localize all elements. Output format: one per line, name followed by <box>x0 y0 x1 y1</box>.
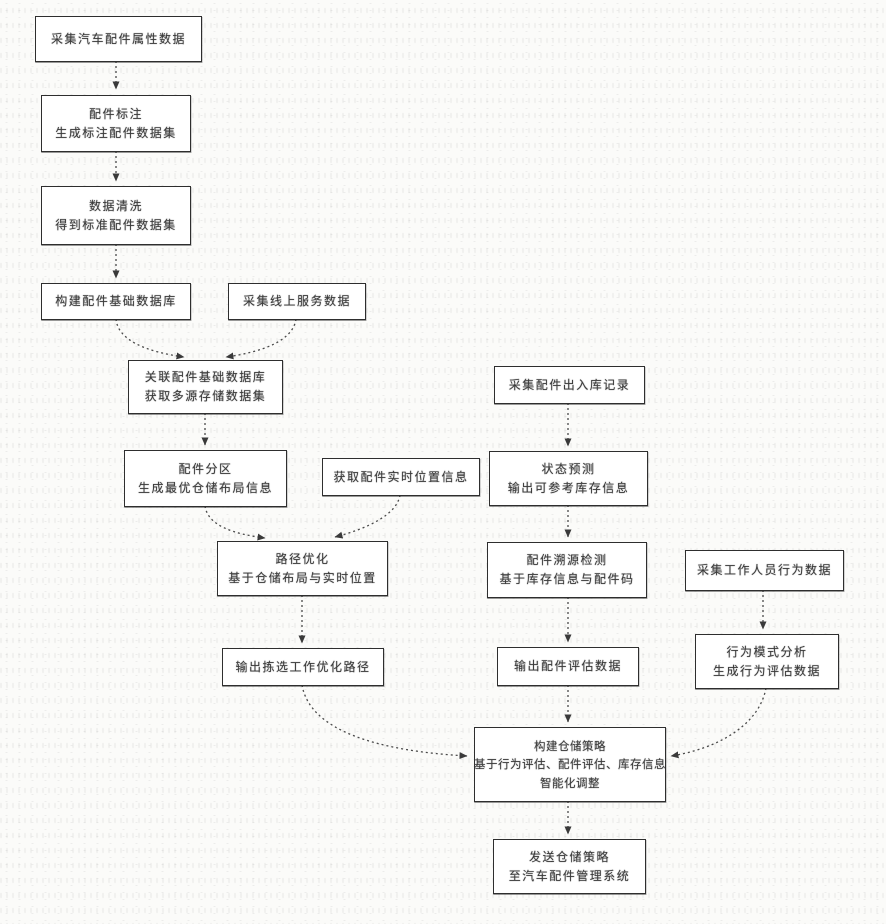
node-label: 基于仓储布局与实时位置 <box>228 570 377 585</box>
node-label: 获取配件实时位置信息 <box>333 469 469 484</box>
node-label: 生成最优仓储布局信息 <box>137 480 273 495</box>
node-label: 得到标准配件数据集 <box>55 217 177 232</box>
flow-node-collect-inout-records: 采集配件出入库记录 <box>494 366 645 404</box>
node-label: 配件标注 <box>88 106 143 121</box>
node-label: 生成行为评估数据 <box>712 663 821 678</box>
node-label: 状态预测 <box>541 461 596 476</box>
flow-node-build-storage-strategy: 构建仓储策略 基于行为评估、配件评估、库存信息 智能化调整 <box>474 727 666 802</box>
node-label: 采集工作人员行为数据 <box>696 563 832 577</box>
flow-node-path-optimization: 路径优化 基于仓储布局与实时位置 <box>217 541 388 596</box>
node-label: 基于库存信息与配件码 <box>499 572 635 586</box>
flow-node-trace-detection: 配件溯源检测 基于库存信息与配件码 <box>487 542 647 598</box>
flow-node-collect-part-attributes: 采集汽车配件属性数据 <box>35 16 202 62</box>
node-label: 发送仓储策略 <box>528 849 610 864</box>
connector-zoning-to-pathopt <box>204 505 266 541</box>
node-label: 配件分区 <box>178 461 233 476</box>
node-label: 行为模式分析 <box>726 644 808 659</box>
node-label: 输出拣选工作优化路径 <box>235 659 371 674</box>
flow-node-data-cleaning: 数据清洗 得到标准配件数据集 <box>41 186 191 245</box>
flow-node-output-picking-path: 输出拣选工作优化路径 <box>222 648 384 686</box>
flow-node-part-zoning: 配件分区 生成最优仓储布局信息 <box>124 450 287 507</box>
flow-node-output-part-evaluation: 输出配件评估数据 <box>497 647 639 686</box>
connector-database-to-associate <box>115 318 185 360</box>
connector-picking-to-strategy <box>301 684 468 760</box>
node-label: 构建配件基础数据库 <box>55 294 177 308</box>
node-label: 构建仓储策略 <box>534 738 606 753</box>
node-label: 基于行为评估、配件评估、库存信息 <box>474 757 666 772</box>
node-label: 关联配件基础数据库 <box>144 370 267 384</box>
node-label: 配件溯源检测 <box>526 553 608 567</box>
connector-analysis-to-strategy <box>670 687 767 759</box>
flow-node-associate-database: 关联配件基础数据库 获取多源存储数据集 <box>128 360 283 414</box>
node-label: 数据清洗 <box>88 198 143 213</box>
node-label: 采集线上服务数据 <box>242 294 351 308</box>
node-label: 至汽车配件管理系统 <box>508 868 631 883</box>
flow-node-behavior-pattern-analysis: 行为模式分析 生成行为评估数据 <box>695 634 839 689</box>
node-label: 输出配件评估数据 <box>513 659 622 673</box>
connector-online-to-associate <box>225 318 297 360</box>
node-label: 路径优化 <box>275 551 330 566</box>
node-label: 输出可参考库存信息 <box>507 480 630 495</box>
node-label: 智能化调整 <box>540 775 600 790</box>
node-label: 采集配件出入库记录 <box>508 377 631 392</box>
flow-node-state-prediction: 状态预测 输出可参考库存信息 <box>489 451 648 506</box>
flow-node-collect-staff-behavior: 采集工作人员行为数据 <box>685 550 844 591</box>
node-label: 获取多源存储数据集 <box>144 389 267 403</box>
flow-node-send-strategy: 发送仓储策略 至汽车配件管理系统 <box>493 839 646 894</box>
flow-node-part-labeling: 配件标注 生成标注配件数据集 <box>41 95 191 152</box>
connector-location-to-pathopt <box>334 494 401 539</box>
node-label: 生成标注配件数据集 <box>55 125 177 140</box>
node-label: 采集汽车配件属性数据 <box>50 31 186 46</box>
flow-node-get-realtime-location: 获取配件实时位置信息 <box>322 458 480 496</box>
flow-node-build-part-database: 构建配件基础数据库 <box>41 283 191 320</box>
flow-node-collect-online-service: 采集线上服务数据 <box>228 283 366 320</box>
